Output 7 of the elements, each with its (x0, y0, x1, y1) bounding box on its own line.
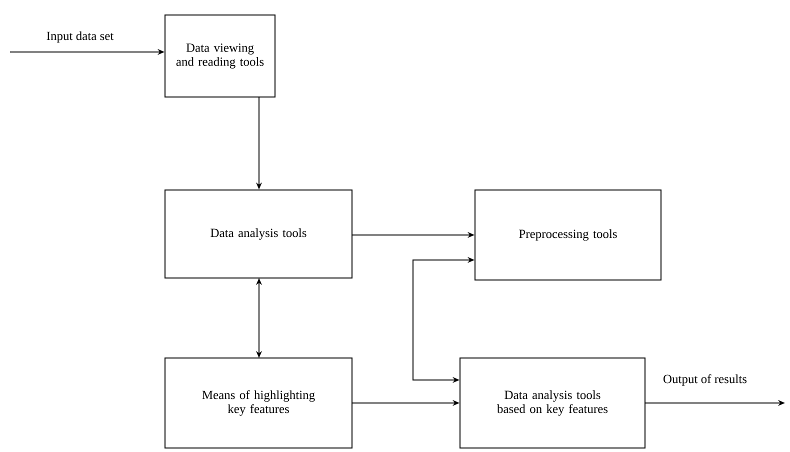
process-box: Data analysis tools based on key features (460, 358, 646, 448)
edge-label: Output of results (664, 374, 747, 386)
process-box: Preprocessing tools (474, 190, 662, 280)
edge-label: Input data set (46, 31, 114, 43)
process-box: Data viewing and reading tools (164, 14, 276, 98)
process-box: Data analysis tools (164, 190, 352, 278)
process-box: Means of highlighting key features (164, 358, 352, 448)
